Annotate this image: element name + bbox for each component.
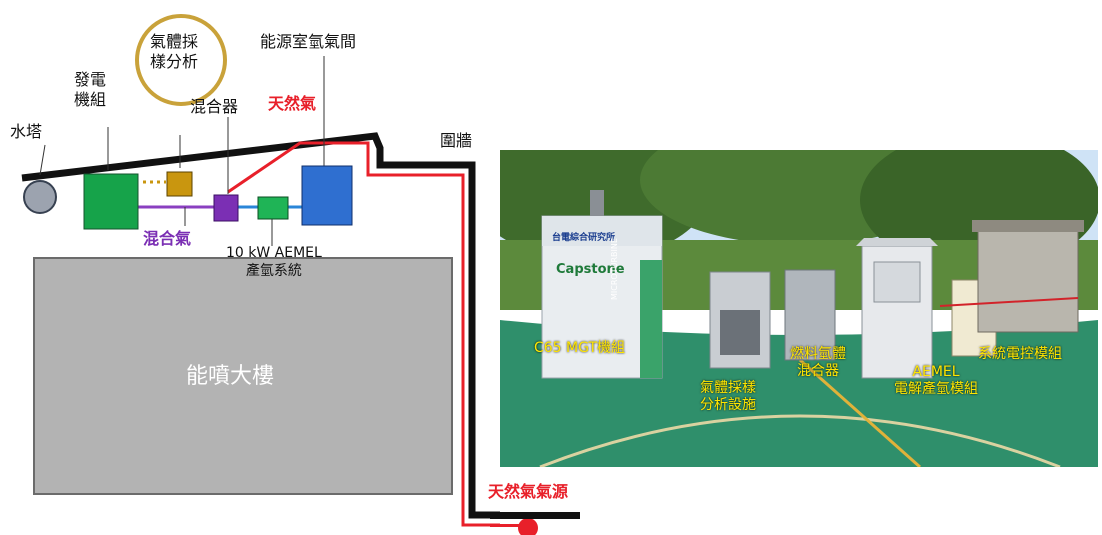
site-photo: 台電綜合研究所 Capstone MICROTURBINE C65 MGT機組 … xyxy=(500,150,1098,467)
layout-diagram xyxy=(21,14,500,527)
mixer-box xyxy=(213,194,239,222)
aemel-box xyxy=(257,196,289,220)
building-block xyxy=(33,257,453,495)
mgt-sign-brand: Capstone xyxy=(556,262,625,277)
gas-source-label: 天然氣氣源 xyxy=(488,482,569,501)
gas-sampling-label: 氣體採 樣分析 xyxy=(150,32,199,71)
control-module-label: 系統電控模組 xyxy=(978,346,1062,362)
site-photo-illustration xyxy=(500,150,1098,467)
natural-gas-line xyxy=(227,141,500,527)
natural-gas-label: 天然氣 xyxy=(268,94,317,113)
mgt-sign-side: MICROTURBINE xyxy=(610,238,619,300)
mgt-label: C65 MGT機組 xyxy=(534,340,626,356)
wall-line xyxy=(21,132,500,519)
building-label: 能噴大樓 xyxy=(186,364,275,389)
water-tower-label: 水塔 xyxy=(10,122,43,141)
gas-tail xyxy=(490,524,522,527)
water-tower-icon xyxy=(23,180,57,214)
gas-sampling-circle xyxy=(135,14,227,106)
sampling-box xyxy=(166,171,193,197)
hydrogen-room-label: 能源室氫氣間 xyxy=(260,32,357,51)
sampling-facility-label: 氣體採樣 分析設施 xyxy=(700,380,756,413)
mixed-gas-label: 混合氣 xyxy=(143,229,192,248)
aemel-module-label: AEMEL 電解產氫模組 xyxy=(894,364,978,397)
wall-tail xyxy=(490,512,580,519)
mixer-label: 混合器 xyxy=(190,97,239,116)
wall-label: 圍牆 xyxy=(440,131,473,150)
generator-label: 發電 機組 xyxy=(74,70,107,109)
gas-source-marker xyxy=(518,518,538,535)
mgt-sign-company: 台電綜合研究所 xyxy=(552,233,616,243)
generator-box xyxy=(83,173,139,230)
fuel-mixer-label: 燃料氫體 混合器 xyxy=(790,346,846,379)
hydrogen-room-box xyxy=(301,165,353,226)
aemel-system-label: 10 kW AEMEL 產氫系統 xyxy=(226,245,322,279)
